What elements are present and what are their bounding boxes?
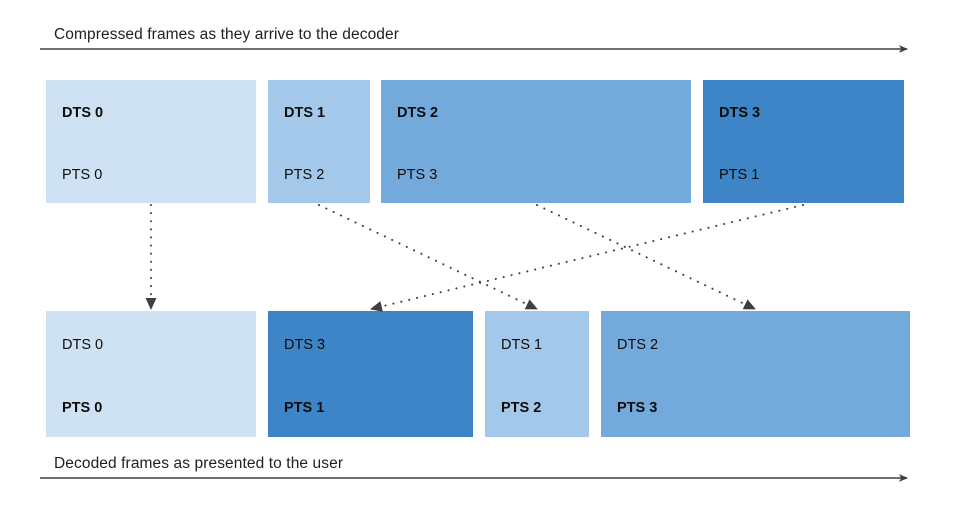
top-frame-3-pts-label: PTS 1: [719, 167, 760, 183]
bottom-frame-pts-3: DTS 2 PTS 3: [601, 311, 910, 437]
bottom-frame-3-dts-label: DTS 2: [617, 337, 659, 353]
reorder-arrow-dts-2: [536, 204, 756, 310]
bottom-frame-2-pts-label: PTS 2: [501, 400, 542, 416]
top-frame-0-dts-label: DTS 0: [62, 105, 104, 121]
bottom-frame-3-pts-label: PTS 3: [617, 400, 658, 416]
frame-reorder-arrows: [145, 204, 804, 312]
top-frame-1-dts-label: DTS 1: [284, 105, 326, 121]
bottom-frame-0-dts-label: DTS 0: [62, 337, 104, 353]
top-frame-dts-2: DTS 2 PTS 3: [381, 80, 691, 203]
reorder-arrow-dts-1: [318, 204, 538, 310]
top-frame-0-pts-label: PTS 0: [62, 167, 103, 183]
bottom-frame-pts-0: DTS 0 PTS 0: [46, 311, 256, 437]
top-frame-dts-0: DTS 0 PTS 0: [46, 80, 256, 203]
top-frame-dts-3: DTS 3 PTS 1: [703, 80, 904, 203]
bottom-frame-0-pts-label: PTS 0: [62, 400, 103, 416]
bottom-frame-pts-1: DTS 3 PTS 1: [268, 311, 473, 437]
top-frame-3-dts-label: DTS 3: [719, 105, 761, 121]
bottom-frame-1-pts-label: PTS 1: [284, 400, 325, 416]
bottom-caption: Decoded frames as presented to the user: [54, 455, 344, 472]
bottom-frame-2-dts-label: DTS 1: [501, 337, 543, 353]
reorder-arrow-dts-3: [370, 204, 804, 312]
top-frame-dts-1: DTS 1 PTS 2: [268, 80, 370, 203]
bottom-frame-pts-2: DTS 1 PTS 2: [485, 311, 589, 437]
top-frame-2-dts-label: DTS 2: [397, 105, 439, 121]
top-frame-2-pts-label: PTS 3: [397, 167, 438, 183]
top-frame-1-pts-label: PTS 2: [284, 167, 325, 183]
top-caption: Compressed frames as they arrive to the …: [54, 26, 399, 43]
bottom-frame-1-dts-label: DTS 3: [284, 337, 326, 353]
